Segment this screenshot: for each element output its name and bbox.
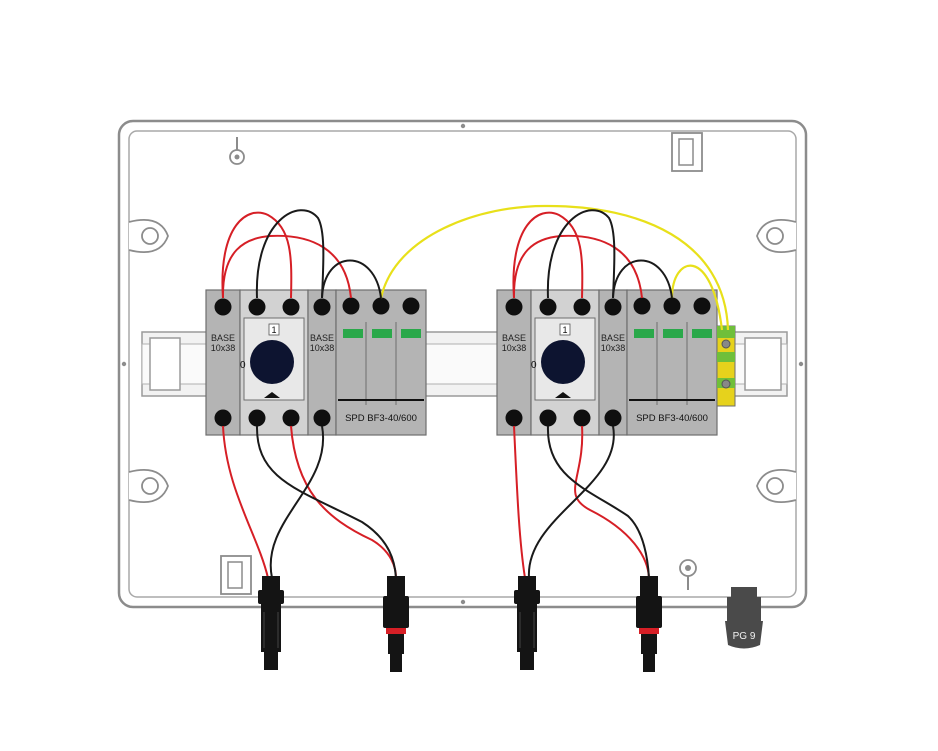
isolator-switch: 1 0	[530, 289, 600, 436]
base-label: BASE	[601, 333, 625, 343]
fuse-base-right: BASE 10x38	[598, 289, 628, 436]
base-label: BASE	[310, 333, 334, 343]
mounting-ear-icon	[128, 468, 169, 504]
terminal-screw	[604, 409, 622, 427]
terminal-screw	[573, 409, 591, 427]
terminal-screw	[505, 298, 523, 316]
terminal-screw	[282, 409, 300, 427]
mc4-connector-icon	[636, 576, 662, 672]
gland-label: PG 9	[733, 631, 756, 642]
spd-indicator	[372, 329, 392, 338]
spd-indicator	[663, 329, 683, 338]
terminal-screw	[693, 297, 711, 315]
terminal-screw	[539, 409, 557, 427]
cable-gland-icon: PG 9	[725, 587, 763, 649]
terminal-screw	[214, 298, 232, 316]
base-size-label: 10x38	[211, 343, 236, 353]
string-assembly: BASE 10x38 1 0 BASE 10x38	[205, 289, 427, 436]
terminal-screw	[573, 298, 591, 316]
wires-bottom-string-1	[222, 425, 397, 579]
hinge-clip-icon	[220, 555, 252, 595]
terminal-screw	[372, 297, 390, 315]
terminal-screw	[313, 298, 331, 316]
spd-indicator	[401, 329, 421, 338]
wires-top-string-1	[221, 209, 382, 299]
terminal-screw	[248, 298, 266, 316]
terminal-screw	[214, 409, 232, 427]
fuse-base-left: BASE 10x38	[205, 289, 241, 436]
switch-on-label: 1	[271, 325, 276, 335]
mounting-screw-icon	[229, 137, 245, 165]
base-label: BASE	[502, 333, 526, 343]
base-size-label: 10x38	[601, 343, 626, 353]
terminal-screw	[342, 297, 360, 315]
mc4-connector-icon	[514, 576, 540, 670]
switch-on-label: 1	[562, 325, 567, 335]
spd-model-label: SPD BF3-40/600	[636, 413, 708, 424]
base-size-label: 10x38	[310, 343, 335, 353]
terminal-screw	[282, 298, 300, 316]
base-label: BASE	[211, 333, 235, 343]
mounting-ear-icon	[756, 468, 797, 504]
mounting-ear-icon	[128, 218, 169, 254]
enclosure-inner	[128, 130, 797, 598]
terminal-screw	[248, 409, 266, 427]
surge-protector: SPD BF3-40/600	[626, 289, 718, 436]
terminal-screw	[313, 409, 331, 427]
switch-off-label: 0	[531, 360, 537, 371]
terminal-screw	[505, 409, 523, 427]
fuse-base-right: BASE 10x38	[307, 289, 337, 436]
spd-indicator	[343, 329, 363, 338]
string-assembly: BASE 10x38 1 0 BASE 10x38	[496, 289, 718, 436]
base-size-label: 10x38	[502, 343, 527, 353]
terminal-screw	[402, 297, 420, 315]
hinge-clip-icon	[671, 132, 703, 172]
terminal-screw	[604, 298, 622, 316]
terminal-screw	[663, 297, 681, 315]
ground-wires	[379, 204, 730, 331]
switch-off-label: 0	[240, 360, 246, 371]
isolator-switch: 1 0	[239, 289, 309, 436]
terminal-screw	[539, 298, 557, 316]
mc4-connector-icon	[258, 576, 284, 670]
ground-terminal-icon	[716, 325, 736, 407]
surge-protector: SPD BF3-40/600	[335, 289, 427, 436]
spd-model-label: SPD BF3-40/600	[345, 413, 417, 424]
fuse-base-left: BASE 10x38	[496, 289, 532, 436]
wires-bottom-string-2	[513, 425, 650, 579]
spd-indicator	[634, 329, 654, 338]
wires-top-string-2	[512, 209, 673, 299]
mounting-screw-icon	[679, 559, 697, 590]
mounting-ear-icon	[756, 218, 797, 254]
mc4-connector-icon	[383, 576, 409, 672]
terminal-screw	[633, 297, 651, 315]
spd-indicator	[692, 329, 712, 338]
